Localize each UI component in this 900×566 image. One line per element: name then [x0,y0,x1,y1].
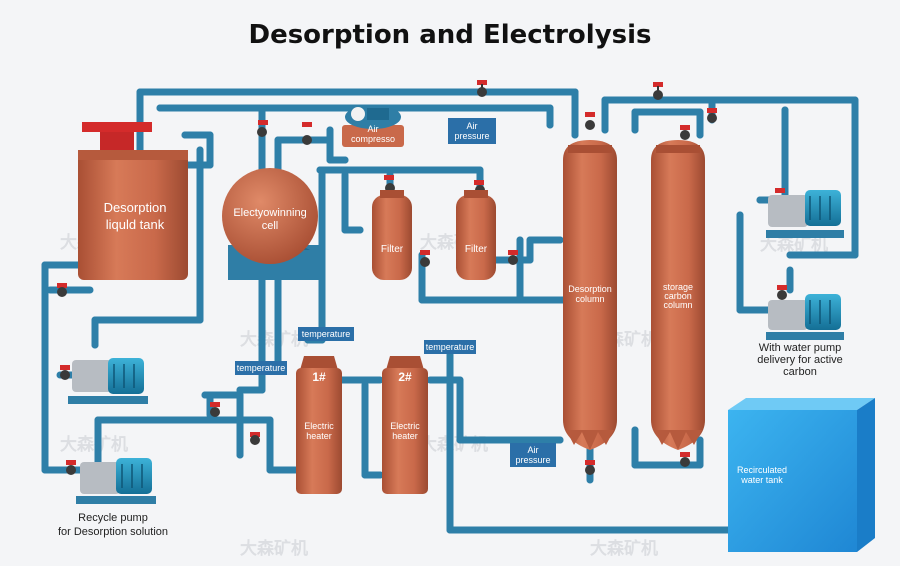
valve-icon [680,125,690,140]
water-pump-caption-line1: With water pump [759,342,842,354]
watermark-text: 大森矿机 [760,234,828,255]
water-tank-line1: Recirculated [737,465,787,475]
pump-lower-right [766,294,844,340]
temperature-text: temperature [302,329,351,339]
recycle-pump-caption-line1: Recycle pump [78,512,148,524]
watermark-text: 大森矿机 [240,538,308,559]
compressor-label-line1: Air [368,124,379,134]
valve-icon [60,365,70,380]
valve-icon [508,250,518,265]
filter-1-label: Filter [381,244,404,255]
recycle-pump [76,458,156,504]
valve-icon [653,82,663,100]
desorption-column-line1: Desorption [568,284,612,294]
storage-column-line3: column [663,300,692,310]
valve-icon [57,283,67,297]
storage-column-line1: storage [663,282,693,292]
compressor-label-line2: compresso [351,134,395,144]
electric-heater-1: 1# Electric heater [296,356,342,494]
valve-icon [585,112,595,130]
heater-2-number: 2# [398,370,412,384]
recirculated-water-tank: Recirculated water tank [728,398,875,552]
valve-icon [680,452,690,467]
watermark-text: 大森矿机 [590,538,658,559]
temperature-label-2: temperature [424,340,476,354]
water-tank-line2: water tank [740,475,783,485]
air-pressure-label-bottom: Air pressure [510,443,556,467]
valve-icon [420,250,430,267]
temperature-text: temperature [426,342,475,352]
electric-heater-2: 2# Electric heater [382,356,428,494]
temperature-label-1: temperature [298,327,354,341]
recycle-pump-caption-line2: for Desorption solution [58,526,168,538]
valve-icon [302,122,312,145]
desorption-liquid-tank: Desorption liquld tank [78,122,188,280]
valve-icon [477,80,487,97]
watermark-logo: 大森矿机 大森矿机 大森矿机 大森矿机 大森矿机 大森矿机 大森矿机 大森矿机 … [60,232,828,559]
temperature-text: temperature [237,363,286,373]
air-pressure-top-line2: pressure [454,131,489,141]
diagram-title: Desorption and Electrolysis [248,20,651,50]
valve-icon [707,108,717,123]
electrowinning-cell: Electyowinning cell [222,168,320,280]
valve-icon [257,120,268,137]
water-pump-caption-line2: delivery for active [757,354,843,366]
tank-label-line1: Desorption [104,200,167,215]
storage-column-line2: carbon [664,291,692,301]
cell-label-line2: cell [262,220,279,232]
valve-icon [210,402,220,417]
cell-label-line1: Electyowinning [233,207,306,219]
air-pressure-top-line1: Air [467,121,478,131]
air-pressure-bottom-line2: pressure [515,455,550,465]
air-compressor: Air compresso [342,105,404,147]
valve-icon [585,460,595,475]
watermark-text: 大森矿机 [240,329,308,350]
filter-1: Filter [372,190,412,280]
heater-2-line2: heater [392,431,418,441]
pump-upper-right [766,190,844,238]
pump-left-middle [68,358,148,404]
valve-icon [66,460,76,475]
valve-icon [777,285,787,300]
filter-2-label: Filter [465,244,488,255]
water-pump-caption-line3: carbon [783,366,817,378]
watermark-text: 大森矿机 [60,434,128,455]
filter-2: Filter [456,190,496,280]
air-pressure-bottom-line1: Air [528,445,539,455]
heater-1-line2: heater [306,431,332,441]
heater-1-line1: Electric [304,421,334,431]
valve-icon [250,432,260,445]
air-pressure-label-top: Air pressure [448,118,496,144]
storage-carbon-column: storage carbon column [651,140,705,450]
temperature-label-3: temperature [235,361,287,375]
desorption-column-line2: column [575,294,604,304]
tank-label-line2: liquld tank [106,217,165,232]
heater-2-line1: Electric [390,421,420,431]
desorption-column: Desorption column [563,140,617,450]
heater-1-number: 1# [312,370,326,384]
